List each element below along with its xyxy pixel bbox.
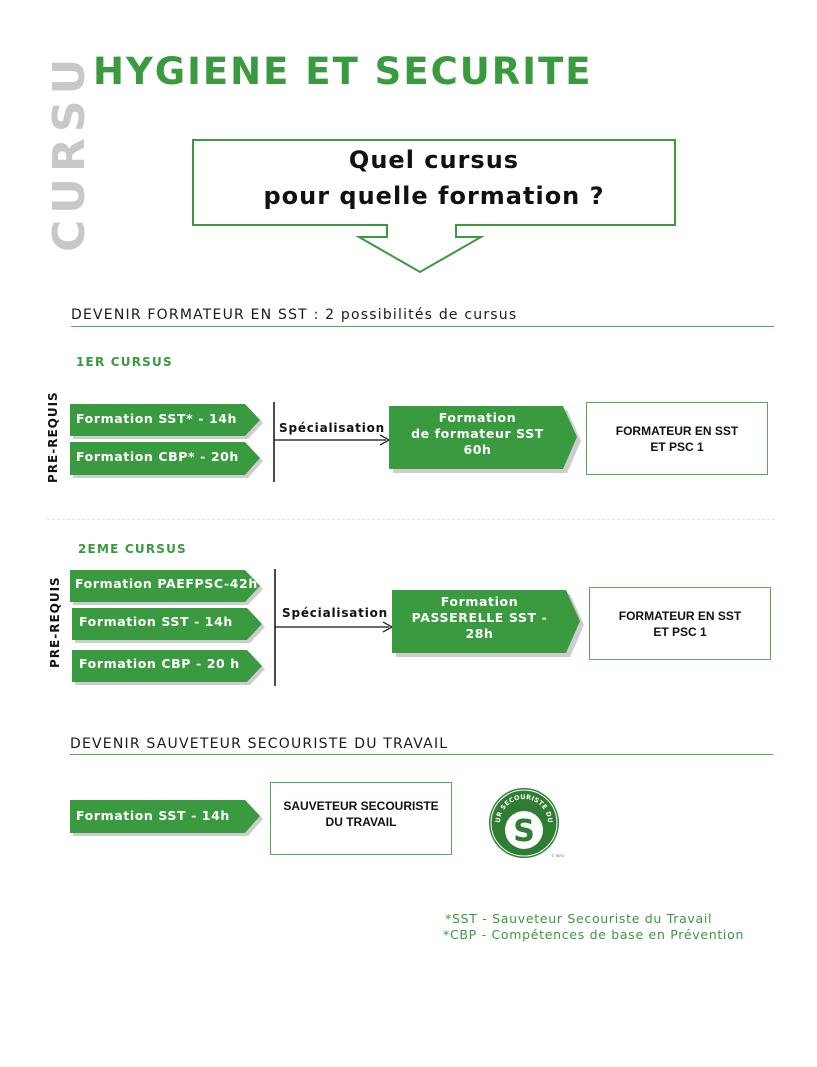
cursus-1-formation-arrow [389, 406, 581, 473]
cursus-2-prereq-2: Formation SST - 14h [79, 614, 233, 629]
cursus-2-result-line-2: ET PSC 1 [653, 624, 707, 639]
cursus-2-prereq-arrow-3 [72, 650, 265, 685]
page-title: HYGIENE ET SECURITE [93, 50, 593, 93]
sst-logo: SAUVETEUR SECOURISTE DU TRAVAIL S © INRS [484, 785, 565, 858]
cursus-2-formation-line-3: 28h [465, 626, 494, 641]
sst-result-line-1: SAUVETEUR SECOURISTE [283, 799, 439, 813]
cursus-1-result-line-1: FORMATEUR EN SST [615, 423, 739, 438]
side-label-cursus: CURSUS [12, 52, 107, 252]
cursus-1-prereq-label: PRE-REQUIS [46, 391, 60, 483]
sst-prereq: Formation SST - 14h [76, 808, 230, 823]
cursus-1-formation-line-2: de formateur SST [411, 426, 544, 441]
sst-result-box: SAUVETEUR SECOURISTE DU TRAVAIL [270, 782, 452, 855]
cursus-1-specialisation: Spécialisation [279, 421, 385, 435]
side-label-text: CURSUS [44, 52, 95, 252]
cursus-1-prereq-2: Formation CBP* - 20h [76, 449, 239, 464]
callout-line-1: Quel cursus [348, 146, 520, 174]
footnote-sst: *SST - Sauveteur Secouriste du Travail [445, 911, 713, 926]
cursus-2-formation-line-1: Formation [440, 594, 519, 609]
callout-text: Quel cursus pour quelle formation ? [193, 142, 675, 214]
cursus-2-prereq-arrow-2 [72, 608, 265, 643]
cursus-2-prereq-label: PRE-REQUIS [48, 576, 62, 668]
section-formateur-rule [71, 326, 774, 327]
sst-prereq-arrow [70, 800, 263, 836]
cursus-1-connector [273, 402, 391, 482]
cursus-1-label: 1ER CURSUS [76, 355, 173, 369]
cursus-2-result-box: FORMATEUR EN SST ET PSC 1 [589, 587, 771, 660]
cursus-2-prereq-1: Formation PAEFPSC-42h [75, 576, 258, 591]
cursus-2-specialisation: Spécialisation [282, 606, 388, 620]
cursus-1-formation-line-1: Formation [438, 410, 517, 425]
cursus-2-formation-arrow [392, 590, 584, 657]
cursus-divider [47, 519, 775, 520]
section-sauveteur-title: DEVENIR SAUVETEUR SECOURISTE DU TRAVAIL [70, 736, 449, 752]
sst-logo-letter: S [513, 814, 535, 849]
cursus-2-prereq-arrow-1 [70, 570, 263, 605]
cursus-1-prereq-arrow-1 [70, 404, 263, 439]
sst-logo-mark: © INRS [551, 854, 565, 858]
footnote-cbp: *CBP - Compétences de base en Prévention [443, 927, 745, 942]
cursus-2-result-line-1: FORMATEUR EN SST [618, 608, 742, 623]
cursus-1-result-line-2: ET PSC 1 [650, 439, 704, 454]
sst-result-line-2: DU TRAVAIL [325, 815, 397, 829]
cursus-1-prereq-1: Formation SST* - 14h [76, 411, 238, 426]
cursus-1-prereq-arrow-2 [70, 442, 263, 478]
cursus-2-prereq-3: Formation CBP - 20 h [79, 656, 240, 671]
cursus-1-formation-line-3: 60h [463, 442, 492, 457]
cursus-1-result-box: FORMATEUR EN SST ET PSC 1 [586, 402, 768, 475]
cursus-2-formation-line-2: PASSERELLE SST - [411, 610, 548, 625]
cursus-2-label: 2EME CURSUS [78, 542, 187, 556]
section-formateur-title: DEVENIR FORMATEUR EN SST : 2 possibilité… [71, 307, 518, 323]
cursus-1-formation: Formation de formateur SST 60h [395, 410, 560, 458]
cursus-2-connector [274, 569, 394, 686]
callout-box [192, 139, 676, 274]
cursus-2-formation: Formation PASSERELLE SST - 28h [397, 594, 562, 642]
section-sauveteur-rule [70, 754, 773, 755]
callout-line-2: pour quelle formation ? [263, 182, 605, 210]
